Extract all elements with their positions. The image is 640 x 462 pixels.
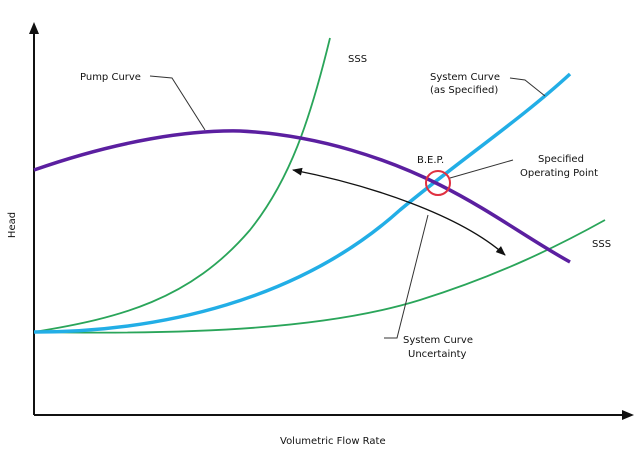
sss-right-label: SSS — [592, 239, 611, 250]
operating-point-label: Specified Operating Point — [520, 154, 598, 179]
operating-point-marker — [425, 170, 451, 196]
pump-curve-label: Pump Curve — [80, 72, 141, 83]
sss-curve-flat — [33, 219, 606, 334]
uncertainty-label-line-1: System Curve — [403, 335, 473, 346]
pump-curve-leader — [149, 75, 206, 131]
operating-point-leader — [449, 159, 514, 179]
uncertainty-label: System Curve Uncertainty — [403, 335, 476, 360]
uncertainty-leader — [384, 214, 429, 339]
axes — [29, 22, 634, 420]
uncertainty-double-arrow — [292, 167, 506, 256]
uncertainty-label-line-2: Uncertainty — [408, 349, 467, 360]
system-curve-label-line-1: System Curve — [430, 72, 500, 83]
x-axis-arrow-icon — [622, 410, 634, 420]
system-curve — [33, 72, 572, 334]
x-axis-label: Volumetric Flow Rate — [280, 436, 386, 447]
operating-point-label-line-2: Operating Point — [520, 168, 598, 179]
operating-point-label-line-1: Specified — [538, 154, 584, 165]
leader-lines — [149, 75, 546, 339]
sss-curve-steep — [33, 37, 331, 333]
sss-top-label: SSS — [348, 54, 367, 65]
bep-label: B.E.P. — [417, 155, 444, 166]
system-curve-leader — [509, 77, 546, 97]
y-axis-arrow-icon — [29, 22, 39, 34]
system-curve-label: System Curve (as Specified) — [430, 72, 503, 96]
system-curve-label-line-2: (as Specified) — [430, 85, 498, 96]
y-axis-label: Head — [7, 212, 18, 238]
